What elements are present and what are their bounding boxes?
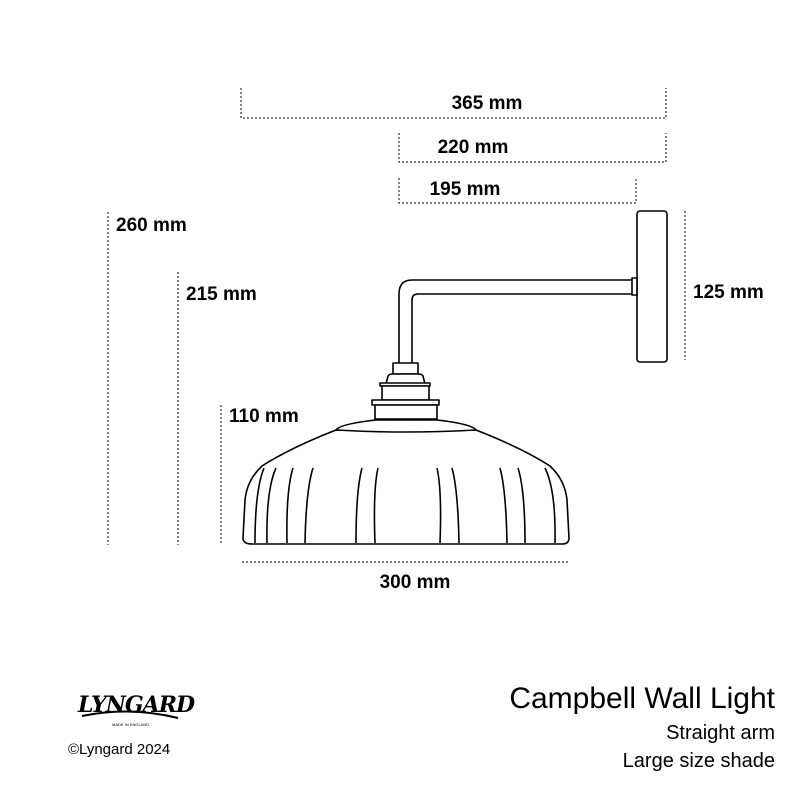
dim-label-125: 125 mm [693,282,764,303]
dim-label-195: 195 mm [429,179,501,200]
socket-body-2 [374,404,438,420]
socket-shoulder [385,373,426,385]
dim-line-195 [398,178,637,204]
product-shade: Large size shade [622,750,775,772]
product-title: Campbell Wall Light [509,682,775,715]
dim-label-215: 215 mm [186,284,257,305]
svg-text:MADE IN ENGLAND: MADE IN ENGLAND [112,722,149,727]
socket-body-1 [381,385,430,401]
product-arm: Straight arm [666,722,775,744]
shade-outline [242,429,570,545]
dim-line-365 [240,88,667,119]
dim-label-220: 220 mm [437,137,509,158]
wall-light-drawing [242,210,668,545]
dim-label-300: 300 mm [379,572,451,593]
arm [398,279,634,365]
dim-label-365: 365 mm [451,93,523,114]
dim-label-110: 110 mm [229,406,299,427]
shade-ridges [254,467,556,544]
dimension-lines [107,88,686,563]
arm-collar [631,277,638,296]
socket-top [392,362,419,375]
backplate [636,210,668,363]
lyngard-logo: LYNGARD MADE IN ENGLAND [77,692,196,727]
copyright: ©Lyngard 2024 [68,741,171,758]
dim-label-260: 260 mm [116,215,187,236]
shade-cap [335,419,477,433]
